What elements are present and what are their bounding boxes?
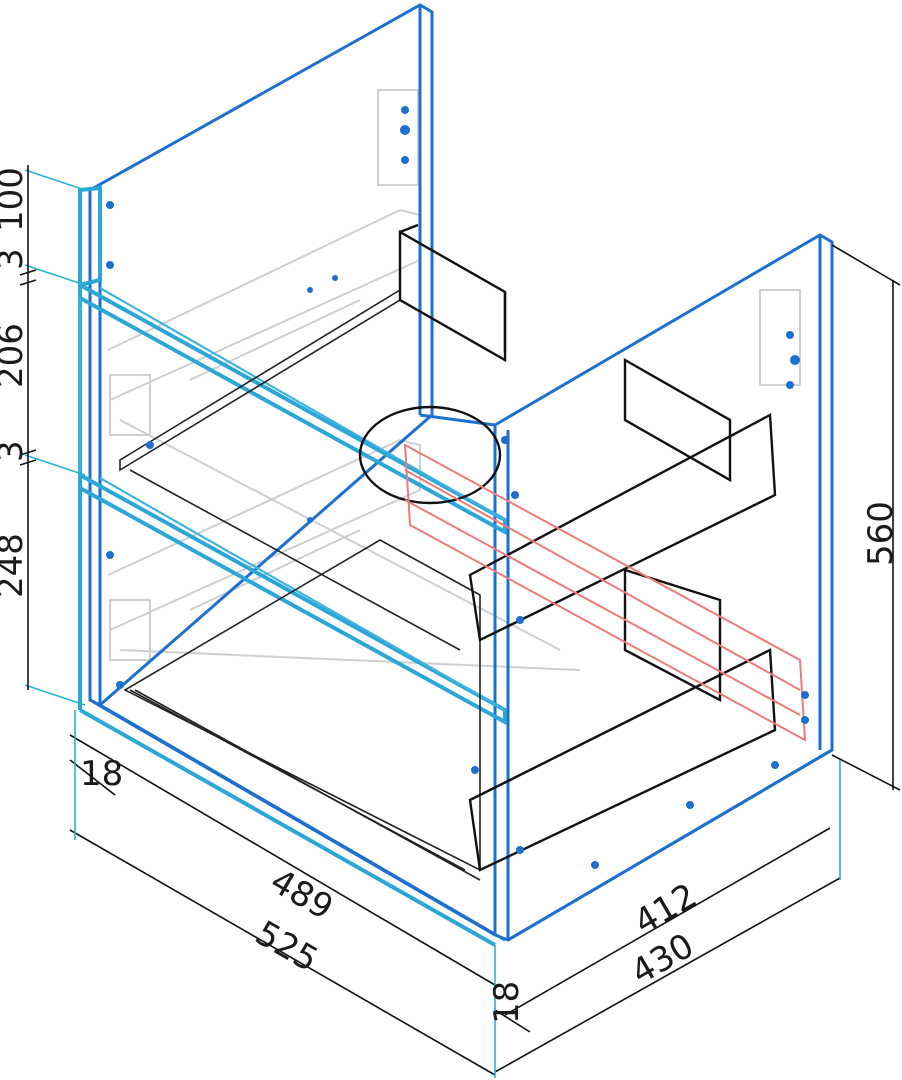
left-cabinet xyxy=(88,3,506,942)
right-cabinet xyxy=(419,233,834,942)
dim-height-248: 248 xyxy=(0,533,31,598)
dim-width-430: 430 xyxy=(625,926,701,993)
dim-width-412: 412 xyxy=(628,876,704,943)
drawer-boxes xyxy=(119,223,777,881)
dim-height-3: 3 xyxy=(0,440,31,462)
drawer-fronts xyxy=(78,185,507,947)
dimension-labels: 3 100 206 3 248 560 18 489 525 412 430 1… xyxy=(0,167,901,1024)
dowel-markers xyxy=(106,106,809,869)
dim-height-100: 100 xyxy=(0,167,31,232)
highlighted-rail xyxy=(403,443,807,742)
dim-top-fragment: 3 xyxy=(0,248,31,270)
dim-height-206: 206 xyxy=(0,323,31,388)
dimension-lines xyxy=(19,165,901,1078)
dim-panel-18-bottom: 18 xyxy=(487,981,527,1024)
dim-panel-18-left: 18 xyxy=(80,754,123,794)
ghost-drawer-parts xyxy=(107,89,801,671)
dim-height-560: 560 xyxy=(861,501,901,566)
